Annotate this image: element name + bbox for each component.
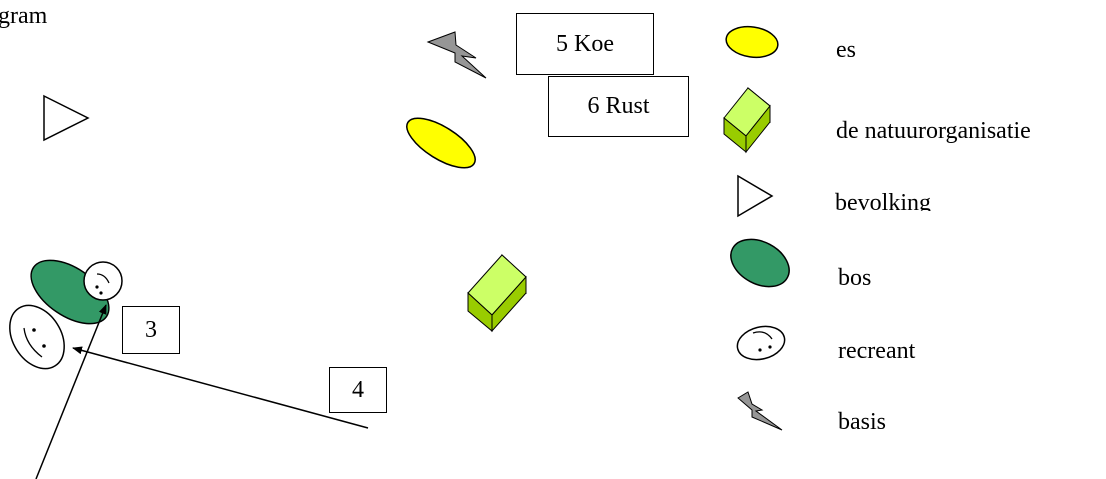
yellow-ellipse-icon [406,117,476,169]
legend-label-bevolking: bevolking [835,190,931,211]
green-block-icon [467,253,527,333]
box-koe: 5 Koe [516,13,654,75]
legend-label-natuurorganisatie: de natuurorganisatie [836,118,1031,144]
face-icon [736,325,786,361]
lightning-icon [737,391,783,431]
green-ellipse-icon [30,259,110,325]
legend-label-basis: basis [838,409,886,435]
triangle-icon [43,94,90,142]
green-ellipse-icon [730,238,790,288]
legend-label-es: es [836,37,856,63]
box-3: 3 [122,306,180,354]
box-4: 4 [329,367,387,413]
green-block-icon [723,86,771,154]
arrow-3 [35,304,107,479]
legend-label-bos: bos [838,265,872,291]
triangle-icon [737,174,774,218]
header-text: gram [0,3,48,29]
legend-label-recreant: recreant [838,338,916,364]
face-icon [9,304,65,370]
yellow-ellipse-icon [725,25,779,59]
arrow-4 [72,346,369,429]
lightning-icon [426,31,487,79]
face-icon [83,261,123,301]
box-rust: 6 Rust [548,76,689,137]
